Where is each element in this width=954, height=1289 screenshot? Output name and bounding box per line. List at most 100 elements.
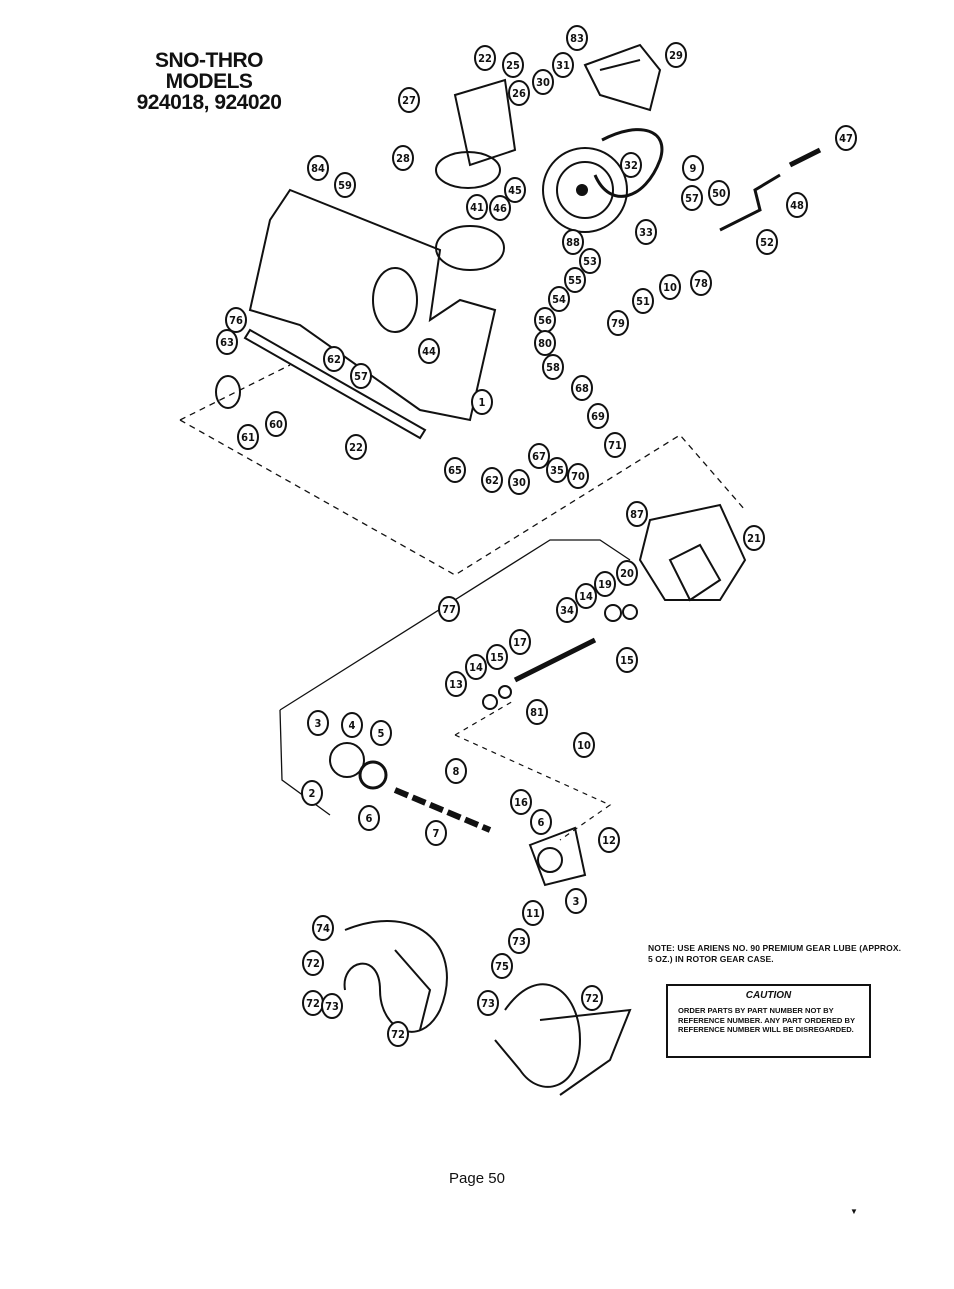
- callout-73: 73: [321, 993, 343, 1019]
- callout-ring: [481, 467, 503, 493]
- callout-73: 73: [477, 990, 499, 1016]
- callout-number: 41: [470, 201, 484, 214]
- page-mark: ▼: [850, 1207, 858, 1216]
- callout-52: 52: [756, 229, 778, 255]
- callout-ring: [445, 758, 467, 784]
- callout-59: 59: [334, 172, 356, 198]
- callout-ring: [690, 270, 712, 296]
- callout-number: 54: [552, 293, 566, 306]
- callout-ring: [575, 583, 597, 609]
- callout-4: 4: [341, 712, 363, 738]
- gear-case-bore: [537, 847, 563, 873]
- callout-ring: [438, 596, 460, 622]
- callout-number: 73: [512, 935, 526, 948]
- callout-62: 62: [481, 467, 503, 493]
- callout-ring: [237, 424, 259, 450]
- callout-57: 57: [681, 185, 703, 211]
- housing-opening: [372, 267, 418, 333]
- callout-ring: [528, 443, 550, 469]
- callout-number: 61: [241, 431, 255, 444]
- callout-ring: [546, 457, 568, 483]
- callout-ring: [532, 69, 554, 95]
- callout-number: 7: [433, 827, 440, 840]
- callout-ring: [508, 928, 530, 954]
- callout-19: 19: [594, 571, 616, 597]
- callout-58: 58: [542, 354, 564, 380]
- callout-41: 41: [466, 194, 488, 220]
- callout-ring: [508, 80, 530, 106]
- caution-text: ORDER PARTS BY PART NUMBER NOT BY REFERE…: [678, 1006, 855, 1034]
- callout-15: 15: [616, 647, 638, 673]
- callout-number: 17: [513, 636, 527, 649]
- callout-ring: [465, 654, 487, 680]
- callout-3: 3: [565, 888, 587, 914]
- callout-number: 26: [512, 87, 526, 100]
- callout-22: 22: [474, 45, 496, 71]
- callout-number: 2: [309, 787, 316, 800]
- callout-ring: [665, 42, 687, 68]
- callout-ring: [681, 185, 703, 211]
- callout-ring: [398, 87, 420, 113]
- callout-ring: [522, 900, 544, 926]
- callout-ring: [626, 501, 648, 527]
- callout-47: 47: [835, 125, 857, 151]
- callout-number: 71: [608, 439, 622, 452]
- alignment-line: [454, 699, 612, 841]
- bearing: [604, 604, 622, 622]
- callout-20: 20: [616, 560, 638, 586]
- left-auger: [343, 920, 448, 1033]
- callout-22: 22: [345, 434, 367, 460]
- callout-number: 15: [620, 654, 634, 667]
- callout-ring: [548, 286, 570, 312]
- callout-74: 74: [312, 915, 334, 941]
- callout-ring: [743, 525, 765, 551]
- callout-number: 20: [620, 567, 634, 580]
- callout-ring: [392, 145, 414, 171]
- callout-number: 63: [220, 336, 234, 349]
- callout-number: 78: [694, 277, 708, 290]
- callout-ring: [418, 338, 440, 364]
- control-rod: [719, 173, 781, 232]
- callout-ring: [307, 710, 329, 736]
- spring: [788, 147, 822, 168]
- callout-number: 57: [354, 370, 368, 383]
- callout-12: 12: [598, 827, 620, 853]
- lube-note: NOTE: USE ARIENS NO. 90 PREMIUM GEAR LUB…: [648, 943, 902, 964]
- callout-76: 76: [225, 307, 247, 333]
- callout-80: 80: [534, 330, 556, 356]
- callout-6: 6: [530, 809, 552, 835]
- callout-number: 51: [636, 295, 650, 308]
- callout-7: 7: [425, 820, 447, 846]
- callout-number: 5: [378, 727, 385, 740]
- title-line-3: 924018, 924020: [136, 91, 282, 114]
- callout-72: 72: [387, 1021, 409, 1047]
- callout-number: 4: [349, 719, 356, 732]
- callout-ring: [659, 274, 681, 300]
- callout-32: 32: [620, 152, 642, 178]
- callout-number: 76: [229, 314, 243, 327]
- callout-number: 56: [538, 314, 552, 327]
- callout-13: 13: [445, 671, 467, 697]
- scraper-bar: [243, 328, 427, 440]
- drive-pulley: [542, 147, 628, 233]
- callout-number: 70: [571, 470, 585, 483]
- callout-61: 61: [237, 424, 259, 450]
- part-drawings: [179, 43, 822, 1096]
- callout-51: 51: [632, 288, 654, 314]
- callout-number: 22: [478, 52, 492, 65]
- callout-number: 10: [577, 739, 591, 752]
- callout-ring: [835, 125, 857, 151]
- callout-number: 53: [583, 255, 597, 268]
- callout-67: 67: [528, 443, 550, 469]
- callout-number: 83: [570, 32, 584, 45]
- page-number: Page 50: [449, 1170, 505, 1187]
- callout-number: 30: [536, 76, 550, 89]
- callout-27: 27: [398, 87, 420, 113]
- callout-ring: [756, 229, 778, 255]
- callout-48: 48: [786, 192, 808, 218]
- callout-87: 87: [626, 501, 648, 527]
- callout-number: 8: [453, 765, 460, 778]
- callout-ring: [530, 809, 552, 835]
- callout-25: 25: [502, 52, 524, 78]
